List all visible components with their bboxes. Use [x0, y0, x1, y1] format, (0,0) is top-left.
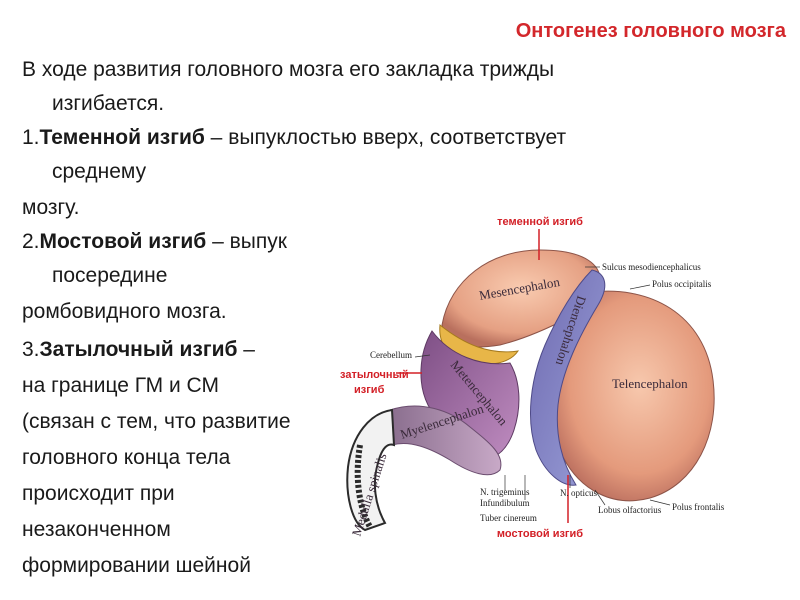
parietal-flexure-label: теменной изгиб [497, 216, 583, 228]
lobus-leader [594, 489, 606, 506]
occipital-flexure-label-1: затылочный [340, 369, 409, 381]
item2-number: 2. [22, 230, 40, 253]
intro-line-2: изгибается. [52, 92, 165, 115]
item1-line-3: мозгу. [22, 196, 80, 219]
item3-line-7: формировании шейной [22, 554, 251, 577]
item1-number: 1. [22, 126, 40, 149]
item2-line-2: посередине [52, 264, 168, 287]
polus-frontalis-callout: Polus frontalis [672, 502, 725, 512]
medulla-rim [354, 444, 373, 529]
item3-number: 3. [22, 338, 40, 361]
polus-occipitalis-callout: Polus occipitalis [652, 279, 712, 289]
infundibulum-callout: Infundibulum [480, 498, 530, 508]
diencephalon-shape [530, 269, 606, 486]
item1-line-2: среднему [52, 160, 147, 183]
occipital-flexure-label-2: изгиб [354, 384, 385, 396]
cerebellum-leader [414, 354, 431, 358]
tuber-callout: Tuber cinereum [480, 513, 537, 523]
sulcus-callout: Sulcus mesodiencephalicus [602, 262, 701, 272]
embryonic-brain-illustration: теменной изгиб затылочный изгиб мостовой… [340, 216, 725, 540]
slide-title: Онтогенез головного мозга [515, 20, 786, 42]
item2-line-3: ромбовидного мозга. [22, 300, 227, 323]
myelencephalon-shape [389, 405, 502, 476]
cerebellum-callout: Cerebellum [370, 350, 412, 360]
trigeminus-callout: N. trigeminus [480, 487, 530, 497]
item1-line-1: 1.Теменной изгиб – выпуклостью вверх, со… [22, 126, 566, 150]
item2-term: Мостовой изгиб [39, 230, 207, 253]
item3-line-3: (связан с тем, что развитие [22, 410, 291, 433]
polus-frontalis-leader [649, 499, 671, 506]
item3-line-2: на границе ГМ и СМ [22, 374, 219, 397]
item3-line-1: 3.Затылочный изгиб – [22, 338, 255, 362]
polus-occipitalis-leader [629, 284, 651, 290]
lobus-callout: Lobus olfactorius [598, 505, 662, 515]
item3-line-4: головного конца тела [22, 446, 231, 469]
item3-line-6: незаконченном [22, 518, 171, 541]
intro-line-1: В ходе развития головного мозга его закл… [22, 58, 555, 81]
pontine-flexure-label: мостовой изгиб [497, 528, 583, 540]
telencephalon-label: Telencephalon [612, 376, 688, 391]
item3-rest: – [237, 338, 255, 361]
item3-line-5: происходит при [22, 482, 175, 505]
item3-term: Затылочный изгиб [39, 338, 238, 361]
item1-term: Теменной изгиб [39, 126, 205, 149]
opticus-callout: N. opticus [560, 488, 597, 498]
item1-rest: – выпуклостью вверх, соответствует [204, 126, 567, 149]
item2-line-1: 2.Мостовой изгиб – выпук [22, 230, 287, 254]
item2-rest: – выпук [206, 230, 287, 253]
